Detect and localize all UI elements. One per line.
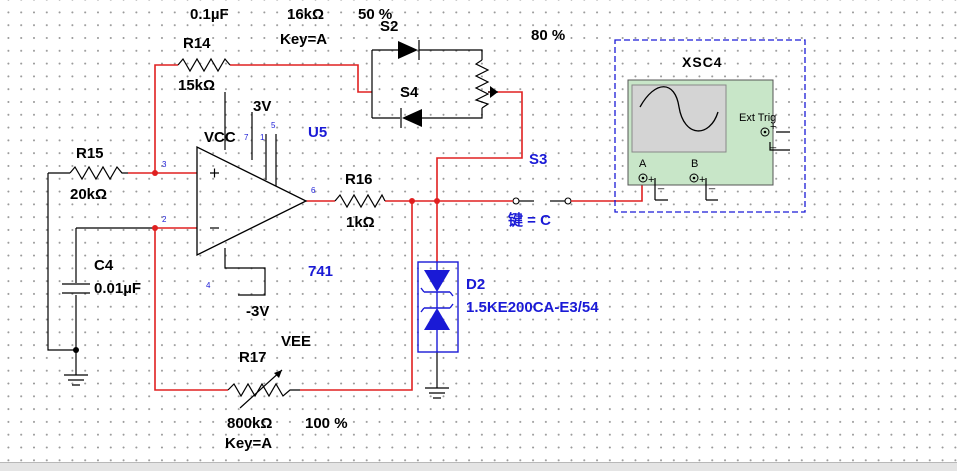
r17-value: 800kΩ [227,415,272,432]
s2-label: S2 [380,18,398,35]
black-wires [47,92,438,388]
d2-label: D2 [466,276,485,293]
pin-3: 3 [162,160,167,169]
r14-label: R14 [183,35,211,52]
potentiometer-r17[interactable] [227,369,300,409]
pot-top-percent: 50 % [358,6,392,23]
c-top-value: 0.1µF [190,6,229,23]
switch-s3[interactable] [510,197,576,205]
d2-part-number: 1.5KE200CA-E3/54 [466,299,599,316]
percent-80: 80 % [531,27,565,44]
scope-channel-b: B [691,158,698,170]
diode-bridge[interactable] [371,40,498,128]
tvs-diode-d2[interactable] [417,261,459,353]
s4-label: S4 [400,84,419,101]
resistor-r14[interactable] [177,57,231,73]
pin-6: 6 [311,186,316,195]
svg-text:_: _ [708,178,716,190]
opamp-u5[interactable] [196,134,308,257]
vcc-label: VCC [204,129,236,146]
status-bar [0,462,957,471]
u5-label: U5 [308,124,327,141]
pin-7: 7 [244,133,249,142]
ext-trig-label: Ext Trig [739,112,776,124]
r17-label: R17 [239,349,267,366]
svg-text:+: + [648,174,654,186]
xsc4-label: XSC4 [682,54,723,70]
key-bottom: Key=A [225,435,272,452]
pin-4: 4 [206,281,211,290]
ground-right [425,387,449,399]
svg-text:+: + [699,174,705,186]
pin-2: 2 [162,215,167,224]
v3-label: 3V [253,98,271,115]
capacitor-c4[interactable] [62,283,90,294]
resistor-r15[interactable] [69,165,128,181]
r15-label: R15 [76,145,104,162]
vee-label: VEE [281,333,311,350]
s3-label: S3 [529,151,547,168]
wires [128,64,643,391]
r14-value: 15kΩ [178,77,215,94]
r16-label: R16 [345,171,373,188]
r-top-value: 16kΩ [287,6,324,23]
op-741-label: 741 [308,263,333,280]
key-top: Key=A [280,31,327,48]
junction-dots [73,170,440,353]
ground-left [64,374,88,386]
oscilloscope-xsc4[interactable]: + _ + _ + _ [614,39,806,213]
r16-value: 1kΩ [346,214,375,231]
percent-100: 100 % [305,415,348,432]
switch-key-c: 键 = C [507,211,551,229]
r15-value: 20kΩ [70,186,107,203]
c4-label: C4 [94,257,114,274]
pin-5: 5 [271,121,276,130]
pin-1: 1 [260,133,265,142]
svg-text:_: _ [769,137,777,149]
vm3-label: -3V [246,303,269,320]
svg-text:+: + [770,121,776,133]
scope-channel-a: A [639,158,647,170]
resistor-r16[interactable] [334,193,386,209]
c4-value: 0.01µF [94,280,141,297]
svg-text:_: _ [657,178,665,190]
